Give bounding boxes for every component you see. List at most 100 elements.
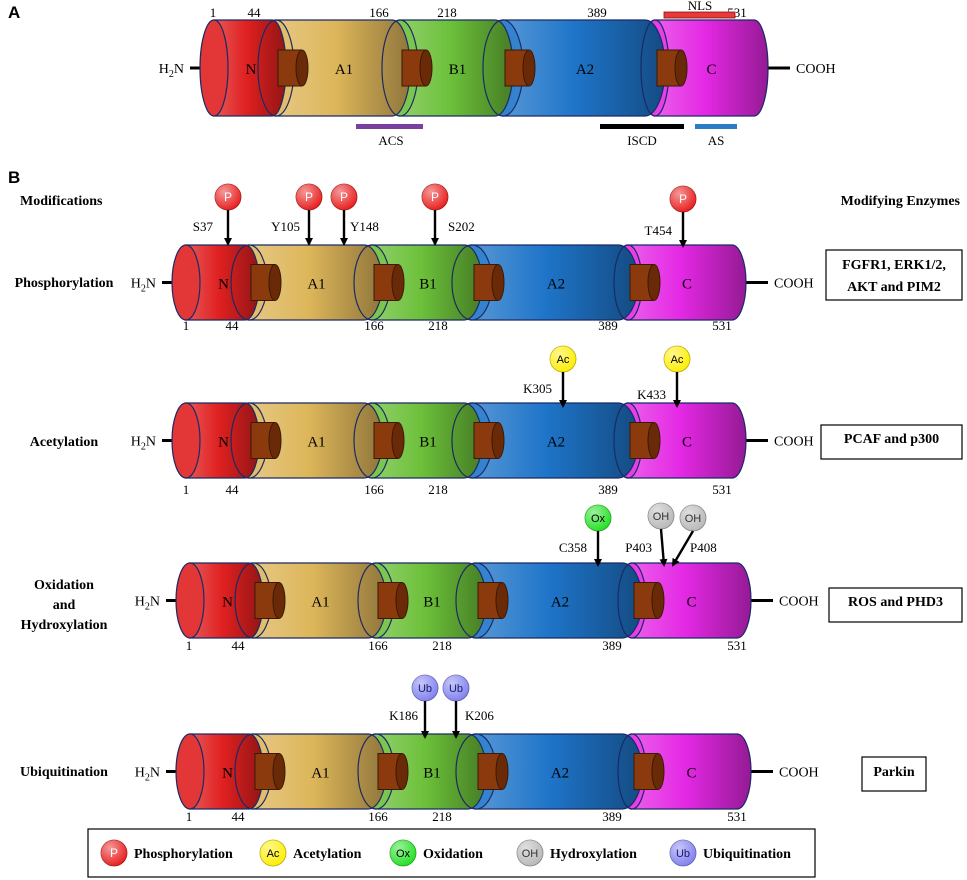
- svg-text:Ox: Ox: [396, 848, 411, 860]
- position-389: 389: [598, 318, 618, 333]
- modification-label: Acetylation: [30, 435, 99, 450]
- legend-oh-icon: OH: [516, 839, 544, 867]
- c-terminus-label: COOH: [774, 435, 814, 450]
- enzyme-box: [825, 249, 963, 301]
- domain-n: N: [199, 19, 287, 117]
- n-terminus-label: H2N: [131, 435, 156, 453]
- position-531: 531: [712, 482, 732, 497]
- site-label: Y105: [271, 219, 300, 234]
- position-218: 218: [428, 482, 448, 497]
- svg-text:Ub: Ub: [449, 683, 463, 695]
- position-389: 389: [587, 5, 607, 20]
- modification-label: Phosphorylation: [15, 276, 114, 291]
- panel-a-label: A: [8, 3, 20, 22]
- domain-label-a2: A2: [551, 595, 569, 611]
- domain-label-a2: A2: [547, 277, 565, 293]
- modification-label: Hydroxylation: [21, 618, 108, 633]
- position-166: 166: [368, 809, 388, 824]
- modification-label: and: [53, 598, 76, 613]
- site-label: C358: [559, 540, 587, 555]
- domain-label-a2: A2: [547, 435, 565, 451]
- n-terminus-label: H2N: [159, 62, 184, 80]
- site-label: P403: [625, 540, 652, 555]
- enzyme-label: FGFR1, ERK1/2,: [842, 258, 946, 273]
- svg-text:Ac: Ac: [267, 848, 280, 860]
- legend-item-ub: Ub Ubiquitination: [669, 839, 791, 867]
- domain-label-a1: A1: [311, 595, 329, 611]
- domain-label-n: N: [222, 595, 233, 611]
- svg-text:Ub: Ub: [418, 683, 432, 695]
- svg-text:P: P: [305, 190, 313, 204]
- domain-label-c: C: [682, 435, 692, 451]
- marker-ox-icon: Ox: [584, 504, 612, 532]
- legend-label: Ubiquitination: [703, 847, 791, 862]
- nls-label: NLS: [688, 0, 713, 13]
- site-s37: P S37: [193, 183, 242, 246]
- position-1: 1: [186, 809, 193, 824]
- svg-text:OH: OH: [653, 511, 670, 523]
- legend-p-icon: P: [100, 839, 128, 867]
- domain-n: N: [175, 733, 264, 810]
- site-label: S37: [193, 219, 214, 234]
- svg-text:Ox: Ox: [591, 513, 606, 525]
- svg-text:Ac: Ac: [671, 354, 684, 366]
- svg-text:Ac: Ac: [557, 354, 570, 366]
- position-1: 1: [183, 318, 190, 333]
- marker-oh-icon: OH: [679, 504, 707, 532]
- site-label: T454: [645, 223, 673, 238]
- svg-text:P: P: [340, 190, 348, 204]
- site-p403: OH P403: [625, 502, 675, 567]
- position-44: 44: [232, 809, 246, 824]
- domain-label-n: N: [218, 277, 229, 293]
- domain-n: N: [171, 402, 260, 479]
- domain-label-c: C: [706, 62, 716, 78]
- enzyme-box: [820, 424, 963, 460]
- site-label: P408: [690, 540, 717, 555]
- modification-label: Oxidation: [34, 578, 94, 593]
- position-166: 166: [364, 318, 384, 333]
- domain-label-c: C: [686, 766, 696, 782]
- marker-ub-icon: Ub: [442, 674, 470, 702]
- position-166: 166: [369, 5, 389, 20]
- site-label: K206: [465, 708, 494, 723]
- position-218: 218: [432, 638, 452, 653]
- svg-text:P: P: [431, 190, 439, 204]
- panel-b-label: B: [8, 168, 20, 187]
- enzyme-label: Parkin: [873, 765, 914, 780]
- domain-n: N: [171, 244, 260, 321]
- domain-label-b1: B1: [449, 62, 467, 78]
- svg-text:P: P: [679, 192, 687, 206]
- position-44: 44: [232, 638, 246, 653]
- domain-label-a1: A1: [335, 62, 353, 78]
- svg-text:Ub: Ub: [676, 848, 690, 860]
- svg-text:P: P: [224, 190, 232, 204]
- legend-ox-icon: Ox: [389, 839, 417, 867]
- position-44: 44: [226, 482, 240, 497]
- domain-n: N: [175, 562, 264, 639]
- enzymes-header: Modifying Enzymes: [841, 194, 961, 209]
- legend-ub-icon: Ub: [669, 839, 697, 867]
- domain-label-b1: B1: [419, 277, 437, 293]
- as-label: AS: [708, 133, 725, 148]
- c-terminus-label: COOH: [779, 595, 819, 610]
- enzyme-label: ROS and PHD3: [848, 595, 943, 610]
- position-218: 218: [437, 5, 457, 20]
- legend-ac-icon: Ac: [259, 839, 287, 867]
- marker-p-icon: P: [295, 183, 323, 211]
- marker-p-icon: P: [330, 183, 358, 211]
- c-terminus-label: COOH: [779, 766, 819, 781]
- domain-label-n: N: [222, 766, 233, 782]
- position-44: 44: [248, 5, 262, 20]
